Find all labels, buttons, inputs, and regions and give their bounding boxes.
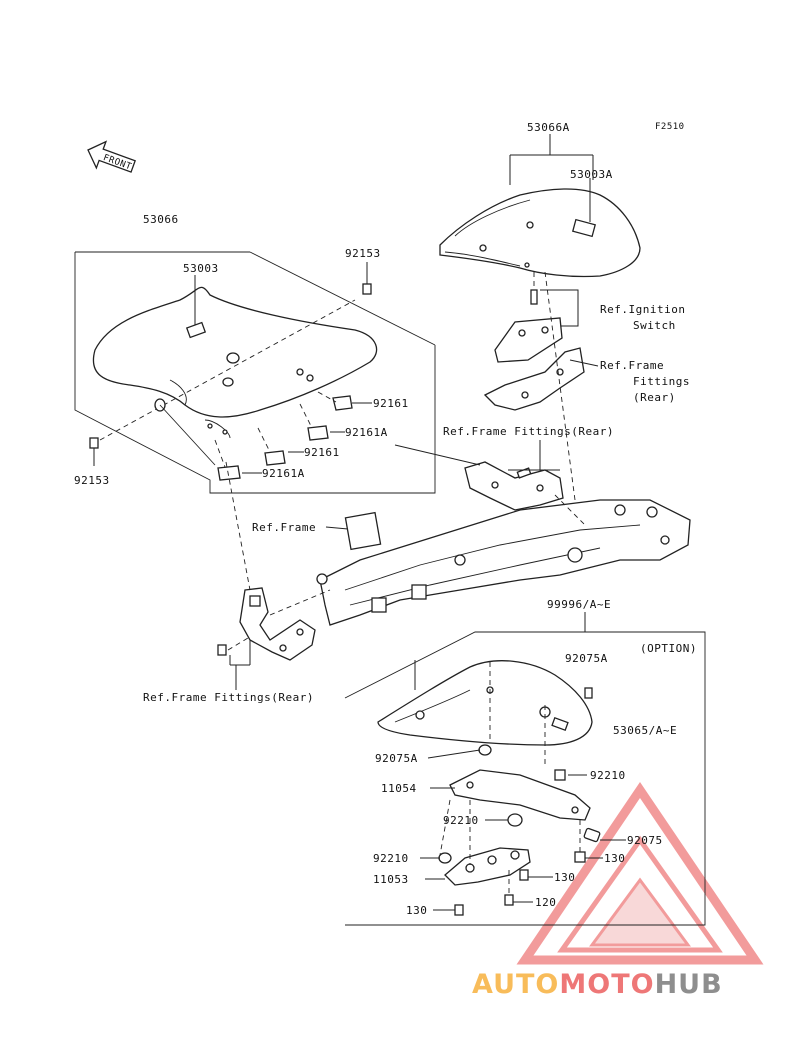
seat-cowl-53065 — [377, 660, 593, 765]
watermark-logo — [516, 781, 764, 965]
frame-fittings-center — [464, 440, 564, 511]
bracket-11054 — [449, 769, 591, 821]
label-53003: 53003 — [183, 262, 219, 275]
label-ref-frame-fittings-2: Ref.Frame Fittings(Rear) — [443, 425, 614, 438]
option-group-outline — [344, 631, 706, 926]
label-53066a: 53066A — [527, 121, 570, 134]
front-arrow-icon: FRONT — [87, 140, 136, 173]
rider-seat — [92, 286, 378, 441]
frame-fittings-lower-left — [217, 461, 331, 690]
label-option: (OPTION) — [640, 642, 697, 655]
label-ref-ignition: Ref.Ignition — [600, 303, 685, 316]
label-ref-frame-1b: Fittings — [633, 375, 690, 388]
label-53066: 53066 — [143, 213, 179, 226]
figure-code: F2510 — [655, 122, 685, 132]
label-ref-frame: Ref.Frame — [252, 521, 316, 534]
label-ref-frame-1a: Ref.Frame — [600, 359, 664, 372]
label-130-bottom: 130 — [406, 904, 427, 917]
label-92210-left: 92210 — [373, 852, 409, 865]
label-130-right: 130 — [604, 852, 625, 865]
label-ref-frame-fittings-3: Ref.Frame Fittings(Rear) — [143, 691, 314, 704]
label-92161a-upper: 92161A — [345, 426, 388, 439]
label-11053: 11053 — [373, 873, 409, 886]
fasteners-lower — [454, 820, 601, 916]
label-92161a-lower: 92161A — [262, 467, 305, 480]
bracket-11053 — [439, 799, 531, 886]
rear-frame — [316, 499, 691, 626]
ignition-bracket — [483, 272, 599, 411]
seat-group-outline — [74, 252, 436, 494]
watermark-auto: AUTO — [472, 969, 559, 1000]
label-92075a-mid: 92075A — [375, 752, 418, 765]
seat-clips — [214, 391, 353, 481]
watermark-hub: HUB — [655, 969, 723, 1000]
label-53003a: 53003A — [570, 168, 613, 181]
svg-text:AUTOMOTOHUB: AUTOMOTOHUB — [472, 969, 723, 1000]
label-92210-mid: 92210 — [443, 814, 479, 827]
label-92075a-top: 92075A — [565, 652, 608, 665]
bolt-92153-top — [362, 262, 372, 295]
label-ref-frame-1c: (Rear) — [633, 391, 676, 404]
label-92153-top: 92153 — [345, 247, 381, 260]
label-92075: 92075 — [627, 834, 663, 847]
label-92161-upper: 92161 — [373, 397, 409, 410]
label-92161-lower: 92161 — [304, 446, 340, 459]
clip-92075a — [478, 744, 566, 781]
label-92210-right: 92210 — [590, 769, 626, 782]
bolt-92153-left — [89, 437, 99, 466]
label-11054: 11054 — [381, 782, 417, 795]
watermark-text: AUTOMOTOHUB — [472, 969, 723, 1000]
label-92153-left: 92153 — [74, 474, 110, 487]
watermark-moto: MOTO — [559, 969, 654, 1000]
seat-cover-53066a — [439, 188, 641, 278]
label-53065: 53065/A~E — [613, 724, 677, 737]
label-130-mid: 130 — [554, 871, 575, 884]
label-ref-ignition-switch: Switch — [633, 319, 676, 332]
label-99996: 99996/A~E — [547, 598, 611, 611]
label-120: 120 — [535, 896, 556, 909]
leader-lines — [194, 178, 626, 911]
